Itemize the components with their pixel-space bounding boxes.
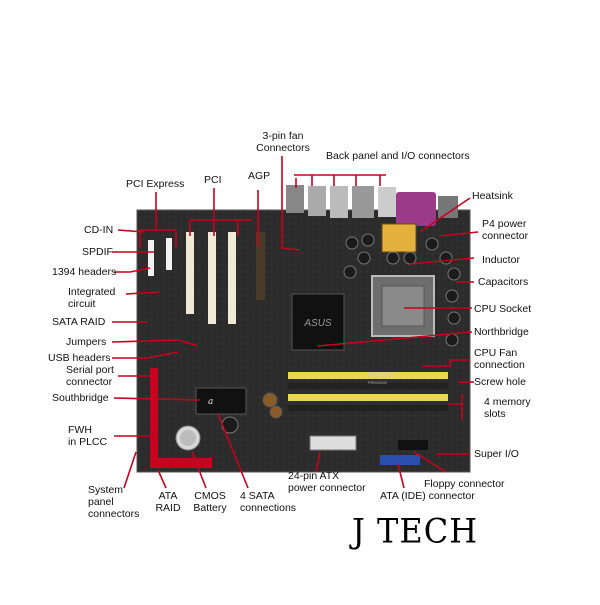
ata-raid-connector-horizontal (150, 458, 212, 468)
label-floppy: Floppy connector (424, 478, 505, 490)
label-inductor: Inductor (482, 254, 520, 266)
label-screw-hole: Screw hole (474, 376, 526, 388)
asus-logo: ASUS (303, 318, 332, 329)
label-super-io: Super I/O (474, 448, 519, 460)
board-edition-text: PREMIUM (368, 380, 387, 385)
label-1394-headers: 1394 headers (52, 266, 116, 278)
atx-24pin-connector (310, 436, 356, 450)
label-cpu-socket: CPU Socket (474, 303, 531, 315)
floppy-slot (398, 440, 428, 450)
label-heatsink: Heatsink (472, 190, 513, 202)
p4-power-block (382, 224, 416, 252)
board-model-text: P5AD2-E (368, 373, 393, 379)
svg-text:a: a (208, 397, 213, 407)
label-back-panel: Back panel and I/O connectors (326, 150, 470, 162)
label-northbridge: Northbridge (474, 326, 529, 338)
label-southbridge: Southbridge (52, 392, 109, 404)
ata-raid-connector-vertical (150, 368, 158, 464)
label-cd-in: CD-IN (84, 224, 113, 236)
label-agp: AGP (248, 170, 270, 182)
label-spdif: SPDIF (82, 246, 113, 258)
label-ata-ide: ATA (IDE) connector (380, 490, 475, 502)
label-jumpers: Jumpers (66, 336, 106, 348)
label-sata-raid: SATA RAID (52, 316, 105, 328)
southbridge-chip (196, 388, 246, 414)
label-capacitors: Capacitors (478, 276, 528, 288)
brand-watermark: J TECH (352, 511, 478, 551)
label-pci-express: PCI Express (126, 178, 184, 190)
ide-connector (380, 455, 420, 465)
label-usb-headers: USB headers (48, 352, 110, 364)
label-pci: PCI (204, 174, 222, 186)
parallel-port (396, 192, 436, 226)
